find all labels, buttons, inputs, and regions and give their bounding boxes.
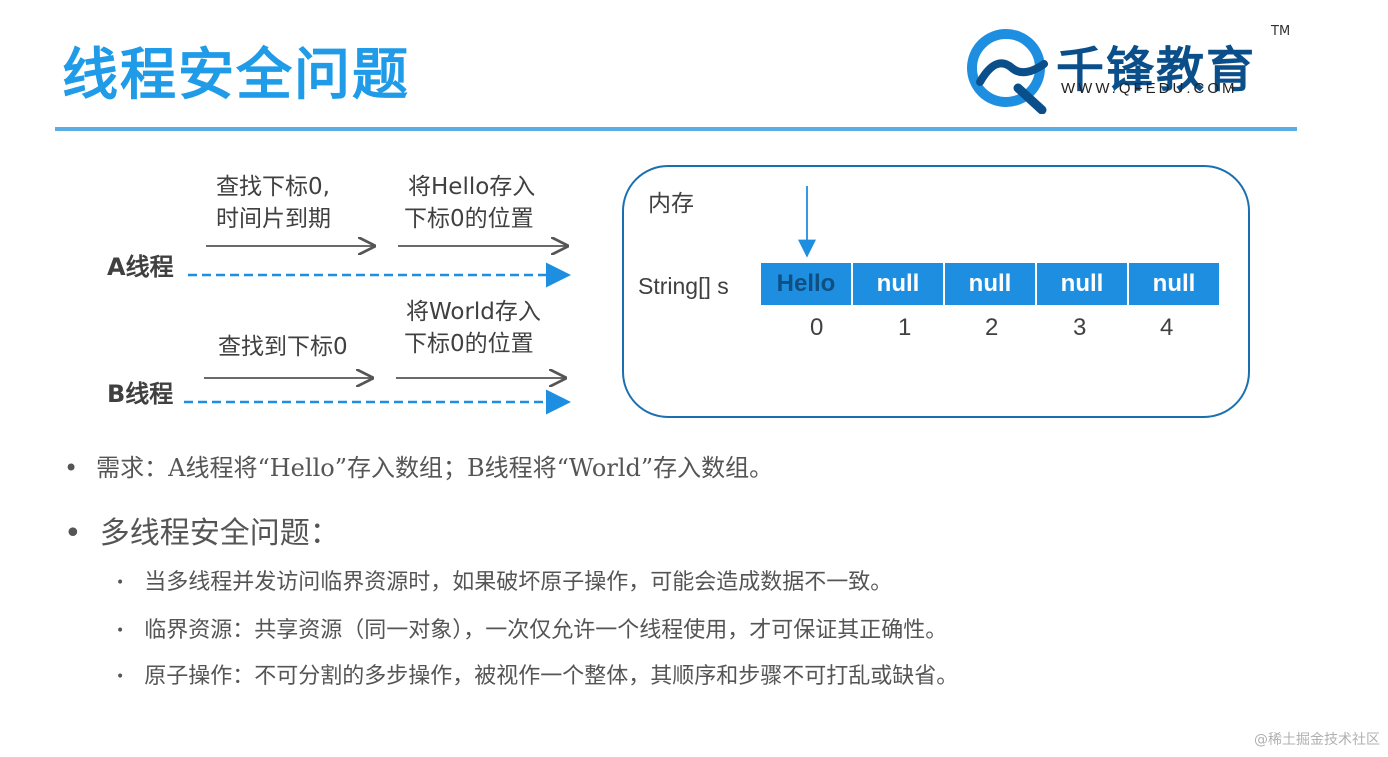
b-step2-line1: 将World存入	[406, 299, 541, 325]
logo-trademark: TM	[1271, 24, 1291, 39]
sub-bullet-dot: •	[116, 575, 125, 591]
header-divider	[55, 127, 1297, 131]
watermark: @稀土掘金技术社区	[1254, 732, 1380, 748]
bullet-requirement: • 需求：A线程将“Hello”存入数组；B线程将“World”存入数组。	[64, 448, 773, 483]
array-cell-1: null	[853, 263, 945, 305]
a-step1-line1: 查找下标0,	[216, 174, 330, 200]
bullet-dot: •	[64, 516, 82, 551]
sub-bullet-dot: •	[116, 669, 125, 685]
array-cells: Hello null null null null	[761, 263, 1219, 305]
array-label: String[] s	[638, 273, 729, 299]
page-title: 线程安全问题	[62, 43, 410, 108]
sub-bullet-dot: •	[116, 623, 125, 639]
bullet-requirement-text: 需求：A线程将“Hello”存入数组；B线程将“World”存入数组。	[96, 454, 774, 482]
sub-bullet-text: 临界资源：共享资源（同一对象），一次仅允许一个线程使用，才可保证其正确性。	[144, 618, 948, 643]
thread-a-label: A线程	[107, 253, 174, 281]
array-cell-4: null	[1129, 263, 1219, 305]
array-index-2: 2	[985, 314, 999, 341]
a-step2-line2: 下标0的位置	[404, 206, 534, 232]
sub-bullet-text: 原子操作：不可分割的多步操作，被视作一个整体，其顺序和步骤不可打乱或缺省。	[144, 664, 959, 689]
sub-bullet-3: • 原子操作：不可分割的多步操作，被视作一个整体，其顺序和步骤不可打乱或缺省。	[116, 658, 958, 690]
sub-bullet-2: • 临界资源：共享资源（同一对象），一次仅允许一个线程使用，才可保证其正确性。	[116, 612, 947, 644]
thread-b-label: B线程	[107, 380, 174, 408]
sub-bullet-1: • 当多线程并发访问临界资源时，如果破坏原子操作，可能会造成数据不一致。	[116, 564, 892, 596]
b-step1-line1: 查找到下标0	[218, 334, 348, 360]
logo-url: WWW.QFEDU.COM	[1061, 80, 1238, 97]
a-step1-line2: 时间片到期	[216, 206, 331, 232]
sub-bullet-text: 当多线程并发访问临界资源时，如果破坏原子操作，可能会造成数据不一致。	[144, 570, 893, 595]
array-index-3: 3	[1073, 314, 1087, 341]
array-cell-0: Hello	[761, 263, 853, 305]
bullet-dot: •	[64, 454, 79, 482]
array-cell-2: null	[945, 263, 1037, 305]
array-index-1: 1	[898, 314, 912, 341]
array-index-0: 0	[810, 314, 824, 341]
memory-label: 内存	[648, 191, 694, 217]
bullet-heading-text: 多线程安全问题：	[99, 516, 340, 551]
array-index-4: 4	[1160, 314, 1174, 341]
bullet-heading: • 多线程安全问题：	[64, 508, 340, 552]
logo-name: 千锋教育	[1056, 42, 1257, 98]
logo-emblem-icon	[967, 29, 1048, 114]
a-step2-line1: 将Hello存入	[408, 174, 536, 200]
qfedu-logo: 千锋教育 TM WWW.QFEDU.COM	[966, 24, 1306, 114]
array-cell-3: null	[1037, 263, 1129, 305]
memory-box	[622, 165, 1250, 418]
b-step2-line2: 下标0的位置	[404, 331, 534, 357]
